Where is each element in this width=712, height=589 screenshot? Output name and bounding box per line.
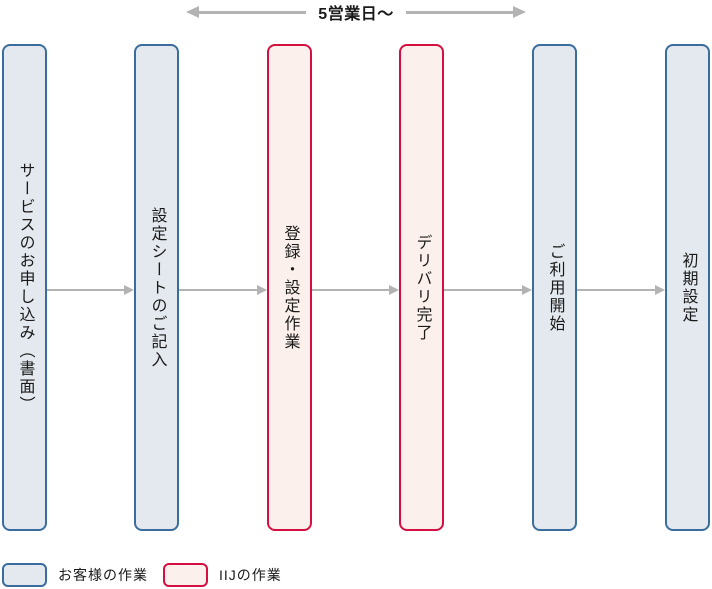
arrow-line — [179, 289, 257, 291]
step-label: 登録・設定作業 — [281, 224, 299, 351]
flow-arrow — [179, 284, 267, 296]
arrow-right-icon — [257, 285, 267, 295]
step-initial-setup: 初期設定 — [665, 44, 710, 531]
step-registration-setup: 登録・設定作業 — [267, 44, 312, 531]
arrow-line — [312, 289, 389, 291]
arrow-line — [577, 289, 655, 291]
step-label: 設定シートのご記入 — [148, 206, 166, 369]
flow-arrow — [47, 284, 134, 296]
arrow-right-icon — [124, 285, 134, 295]
legend-label-iij: IIJの作業 — [219, 567, 282, 583]
step-service-application: サービスのお申し込み（書面） — [2, 44, 47, 531]
arrow-line — [405, 10, 513, 14]
arrow-line — [444, 289, 522, 291]
legend-swatch-iij — [163, 563, 208, 587]
legend-label-customer: お客様の作業 — [58, 567, 148, 583]
flow-arrow — [444, 284, 532, 296]
flow-arrow — [577, 284, 665, 296]
arrow-right-icon — [655, 285, 665, 295]
step-label: サービスのお申し込み（書面） — [16, 161, 34, 414]
step-settings-sheet: 設定シートのご記入 — [134, 44, 179, 531]
step-label: ご利用開始 — [546, 242, 564, 333]
arrow-line — [199, 10, 307, 14]
step-label: デリバリ完了 — [413, 233, 431, 342]
legend-swatch-customer — [2, 563, 47, 587]
duration-label: 5営業日〜 — [318, 6, 394, 23]
legend: お客様の作業 IIJの作業 — [2, 563, 282, 587]
arrow-left-icon — [186, 6, 199, 18]
arrow-line — [47, 289, 124, 291]
flow-arrow — [312, 284, 399, 296]
duration-arrow: 5営業日〜 — [186, 2, 526, 23]
step-label: 初期設定 — [679, 251, 697, 324]
arrow-right-icon — [522, 285, 532, 295]
step-start-of-use: ご利用開始 — [532, 44, 577, 531]
arrow-right-icon — [389, 285, 399, 295]
arrow-right-icon — [513, 6, 526, 18]
step-delivery-complete: デリバリ完了 — [399, 44, 444, 531]
